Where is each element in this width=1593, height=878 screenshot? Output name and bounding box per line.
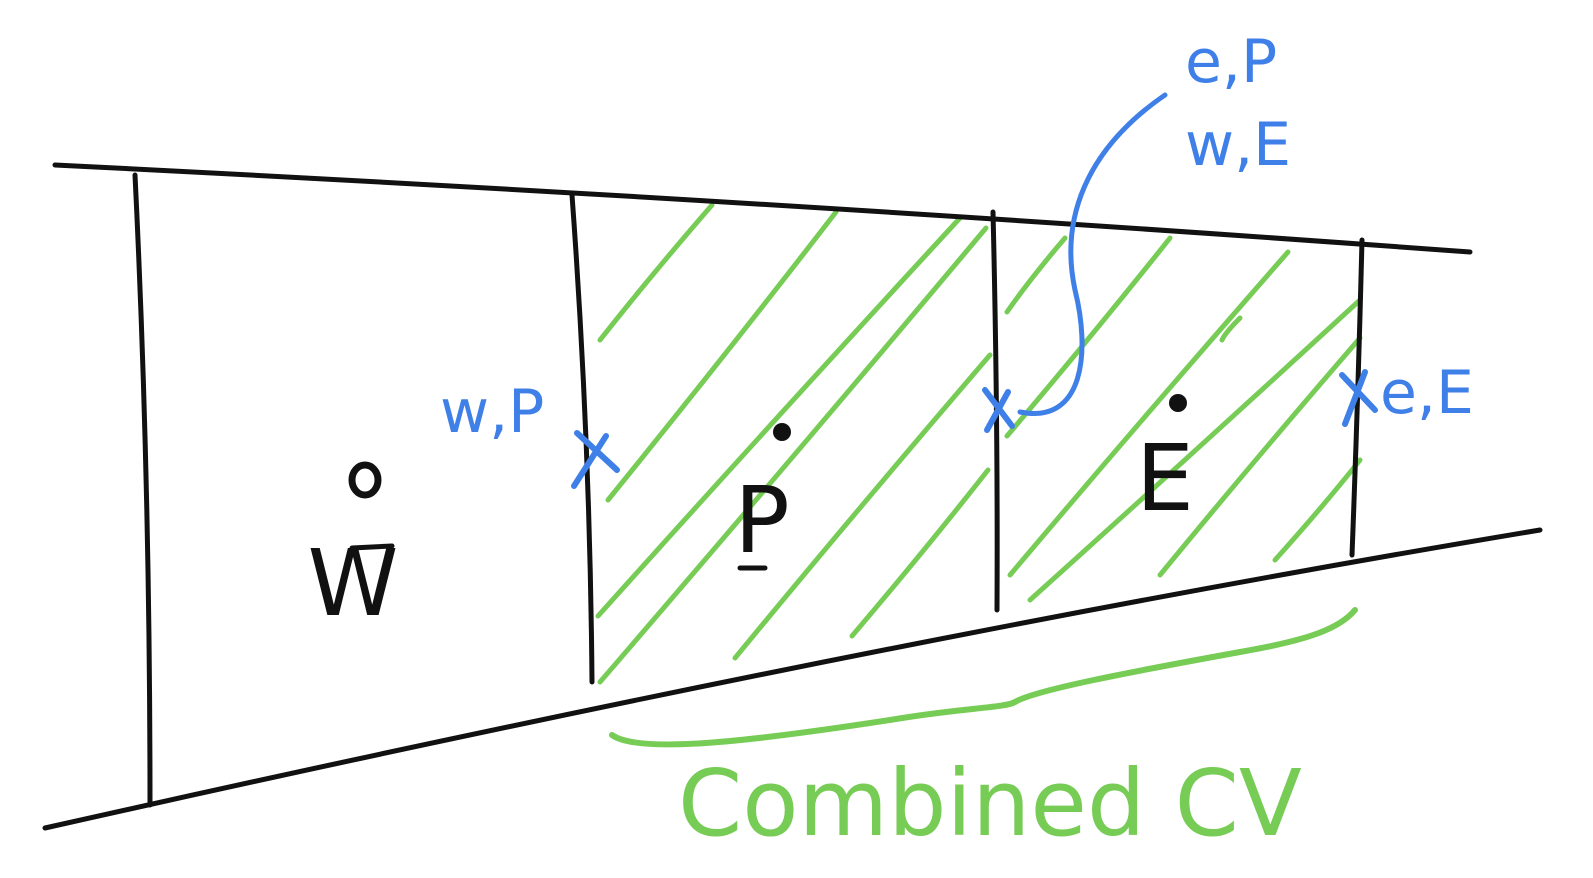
hatch-stroke bbox=[1157, 335, 1363, 578]
face-marker-w-p bbox=[571, 430, 620, 489]
hatch-stroke bbox=[732, 352, 993, 661]
hatch-stroke bbox=[1027, 297, 1363, 603]
hatch-stroke bbox=[605, 209, 839, 503]
duct-bottom-wall bbox=[42, 527, 1543, 831]
combined-cv-hatching bbox=[595, 202, 1363, 685]
combined-cv-brace bbox=[609, 607, 1358, 748]
face-marker-e-e bbox=[1339, 369, 1378, 427]
node-p-dot bbox=[773, 423, 791, 441]
combined-cv-caption: Combined CV bbox=[678, 750, 1302, 857]
hatch-stroke bbox=[597, 202, 715, 343]
face-label-w-e: w,E bbox=[1185, 110, 1291, 180]
hatch-stroke bbox=[1004, 235, 1068, 315]
hatch-stroke bbox=[595, 215, 963, 619]
duct-top-wall bbox=[52, 162, 1473, 255]
node-e-dot bbox=[1169, 394, 1187, 412]
shared-face-leader bbox=[1017, 92, 1168, 416]
face-marker-e-p bbox=[982, 387, 1015, 433]
hatch-stroke bbox=[1219, 315, 1243, 343]
face-label-e-p: e,P bbox=[1185, 27, 1277, 97]
node-label-p: P bbox=[734, 467, 789, 574]
hatch-stroke bbox=[1272, 457, 1363, 563]
face-label-e-e: e,E bbox=[1380, 358, 1474, 428]
hatch-stroke bbox=[849, 467, 991, 639]
hatch-stroke bbox=[1004, 235, 1173, 439]
face-label-w-p: w,P bbox=[440, 377, 544, 447]
hatch-stroke bbox=[597, 225, 989, 685]
node-w-dot bbox=[348, 461, 382, 499]
node-label-e: E bbox=[1136, 425, 1194, 532]
hatch-stroke bbox=[1007, 249, 1291, 578]
node-w-underline bbox=[349, 543, 395, 551]
face-line-1 bbox=[132, 172, 153, 808]
